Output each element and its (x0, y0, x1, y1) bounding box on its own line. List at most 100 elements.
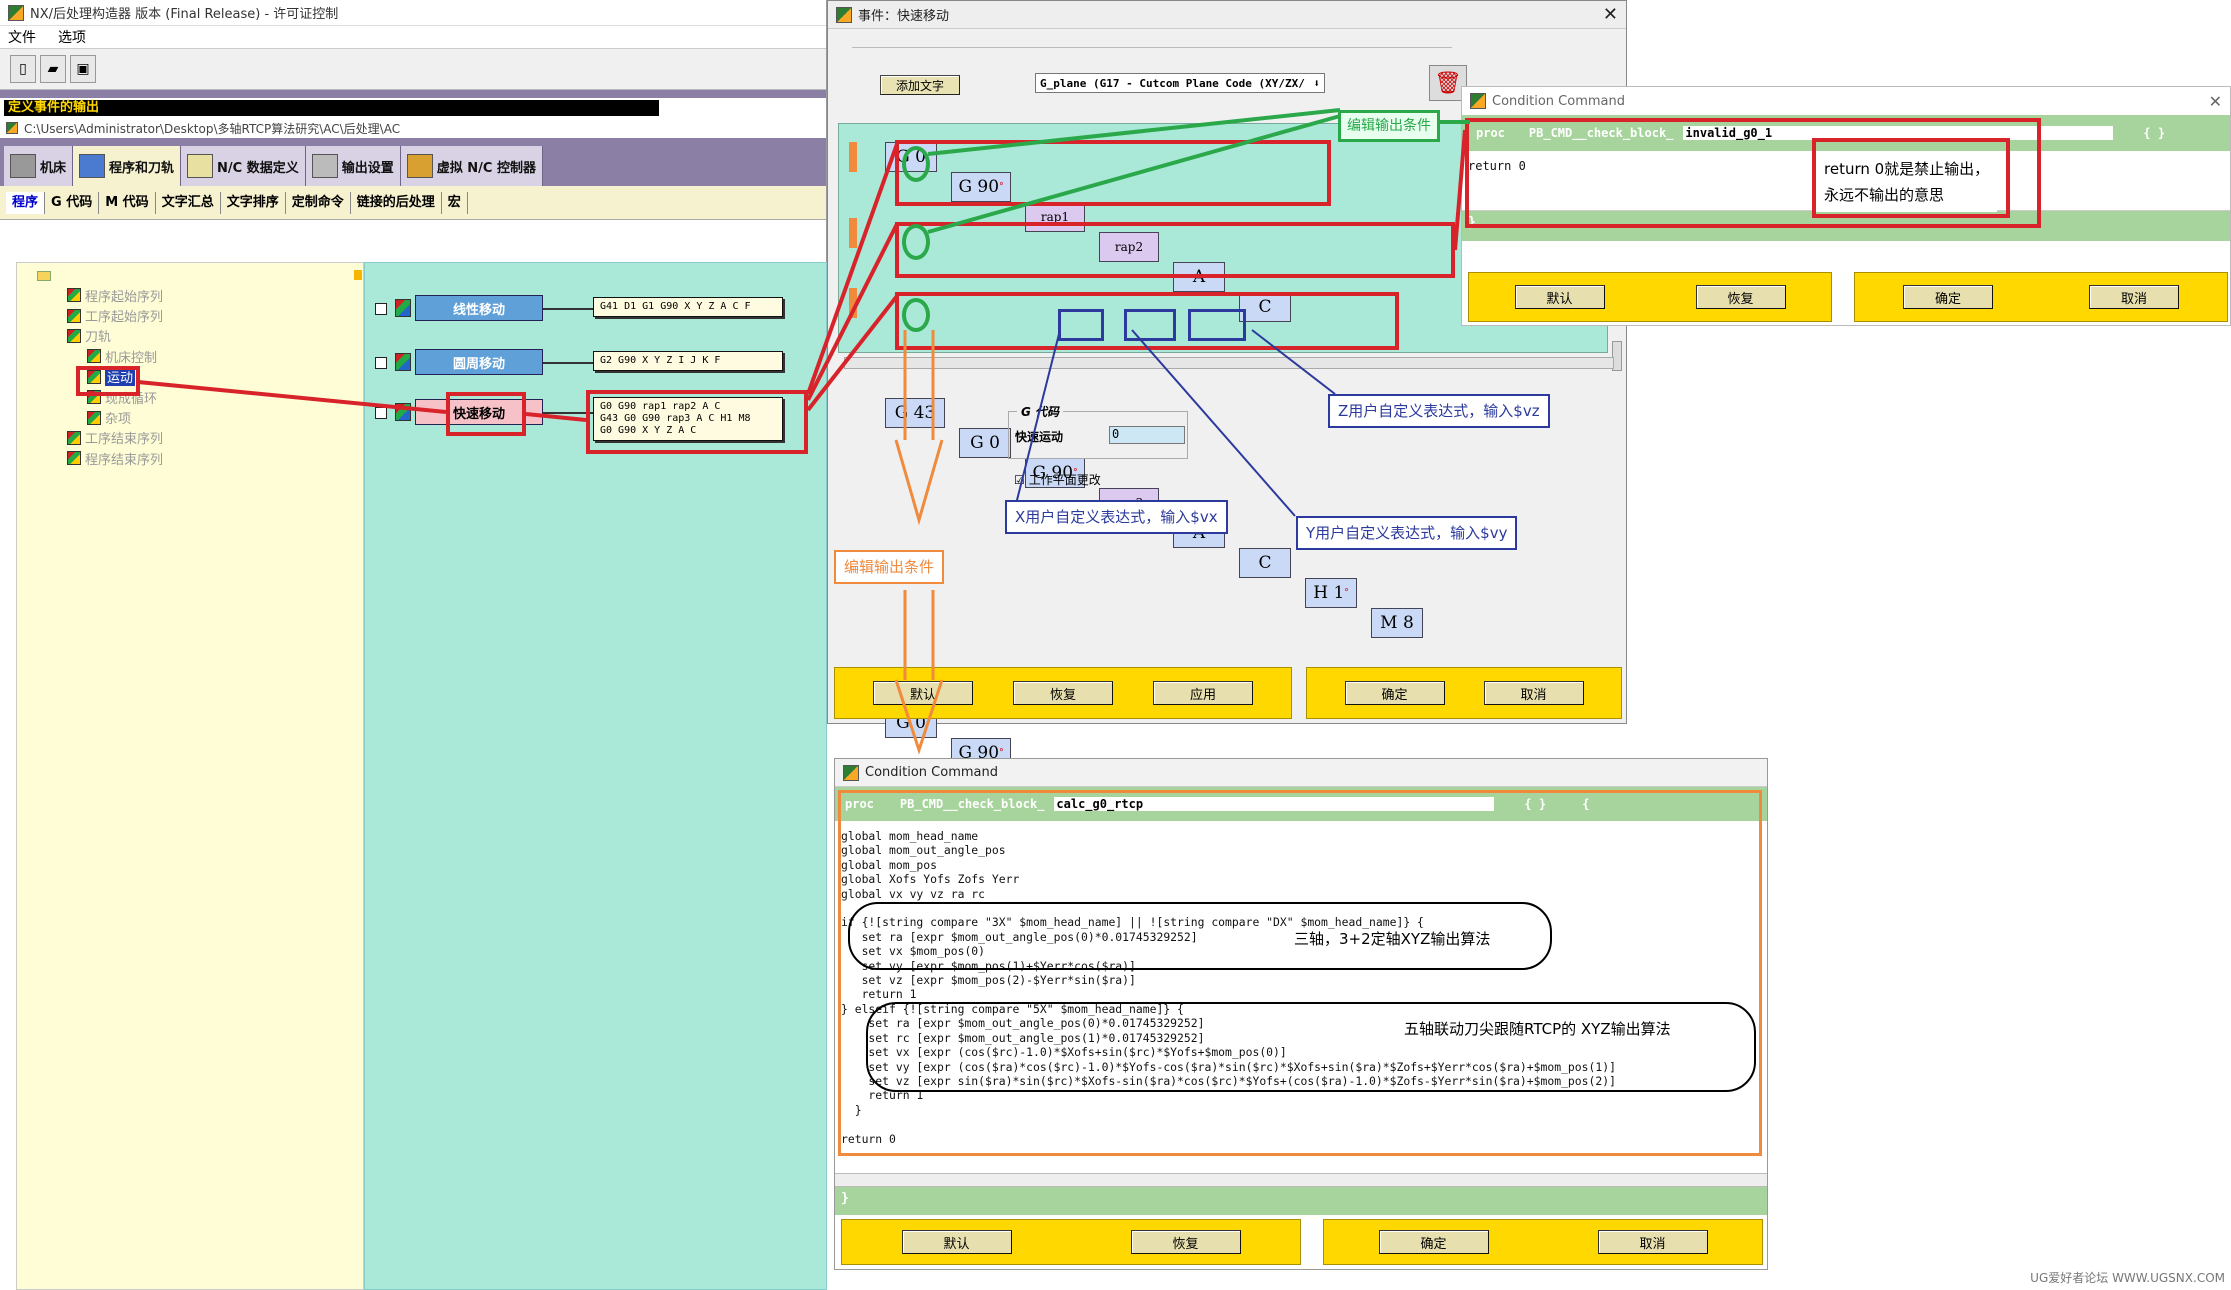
tree-item[interactable]: 机床控制 (17, 346, 357, 366)
tab-label: 机床 (40, 160, 67, 176)
word-block[interactable]: rap1 (1025, 202, 1085, 232)
event-tree-panel: 程序起始序列工序起始序列刀轨机床控制运动现成循环杂项工序结束序列程序结束序列 (16, 262, 364, 1290)
tab-machine[interactable]: 机床 (4, 146, 74, 186)
green-line (927, 108, 1341, 156)
add-text-button[interactable]: 添加文字 (880, 75, 960, 95)
three-axis-note: 三轴，3+2定轴XYZ输出算法 (1294, 930, 1491, 948)
tree-node-icon (67, 308, 81, 323)
subtab-3[interactable]: 文字汇总 (156, 191, 221, 214)
menu-options[interactable]: 选项 (58, 30, 86, 46)
ok-button[interactable]: 确定 (1378, 1230, 1489, 1254)
z-expression-note: Z用户自定义表达式，输入$vz (1328, 394, 1550, 428)
proc-keyword: proc (1476, 126, 1505, 140)
proc-name: PB_CMD__check_block_ (1528, 126, 1674, 140)
event-dialog-title: 事件：快速移动 (858, 9, 950, 24)
event-dialog-footer-left: 默认 恢复 应用 (834, 667, 1292, 719)
word-block[interactable]: G 0 (959, 428, 1011, 458)
tree-item[interactable]: 程序结束序列 (17, 448, 357, 468)
event-button[interactable]: 线性移动 (415, 295, 543, 321)
x-expression-note: X用户自定义表达式，输入$vx (1005, 500, 1228, 534)
scrollbar[interactable] (1612, 341, 1622, 371)
tree-item[interactable]: 工序起始序列 (17, 305, 357, 325)
restore-button[interactable]: 恢复 (1130, 1230, 1241, 1254)
word-text: G 90 (958, 177, 1000, 197)
red-line (806, 223, 899, 401)
return0-note-line2: 永远不输出的意思 (1824, 186, 1945, 204)
restore-button[interactable]: 恢复 (1695, 285, 1786, 309)
menu-file[interactable]: 文件 (8, 30, 36, 46)
tab-output-settings[interactable]: 输出设置 (305, 146, 401, 186)
close-icon[interactable]: ✕ (2208, 91, 2222, 111)
tree-item[interactable]: 运动 (17, 367, 357, 387)
word-block[interactable]: C (1239, 292, 1291, 322)
word-block[interactable]: rap2 (1099, 232, 1159, 262)
subtab-1[interactable]: G 代码 (45, 191, 100, 214)
subtab-6[interactable]: 链接的后处理 (351, 191, 442, 214)
word-block[interactable]: C (1239, 548, 1291, 578)
cancel-button[interactable]: 取消 (1597, 1230, 1708, 1254)
connector-line (543, 308, 593, 310)
new-file-icon[interactable]: ▯ (10, 55, 36, 83)
work-plane-checkbox[interactable]: ☑ 工作平面更改 (1014, 471, 1101, 488)
word-block[interactable]: G 90° (1025, 458, 1085, 488)
x-highlight (1058, 309, 1104, 341)
tree-item-label: 机床控制 (105, 350, 158, 366)
row-condition-handle[interactable] (849, 288, 857, 318)
proc-name-input[interactable]: invalid_g0_1 (1683, 126, 2114, 140)
proc-name-input[interactable]: calc_g0_rtcp (1054, 797, 1495, 811)
tree-item[interactable]: 工序结束序列 (17, 428, 357, 448)
tab-program-toolpath[interactable]: 程序和刀轨 (73, 146, 182, 186)
word-block[interactable]: G 90° (951, 172, 1011, 202)
word-block[interactable]: H 1° (1305, 578, 1357, 608)
row-condition-handle[interactable] (849, 142, 857, 172)
blue-line (1251, 329, 1336, 395)
word-block[interactable]: G 43 (885, 398, 945, 428)
subtab-5[interactable]: 定制命令 (286, 191, 351, 214)
subtab-7[interactable]: 宏 (442, 191, 468, 214)
work-plane-label: 工作平面更改 (1028, 473, 1101, 487)
ok-button[interactable]: 确定 (1344, 681, 1445, 705)
tree-item-label: 运动 (105, 367, 136, 387)
condition-small-footer-left: 默认 恢复 (1468, 272, 1832, 322)
block-selector[interactable]: G_plane (G17 - Cutcom Plane Code (XY/ZX/… (1035, 73, 1325, 93)
cancel-button[interactable]: 取消 (1483, 681, 1584, 705)
event-output-box[interactable]: G41 D1 G1 G90 X Y Z A C F (593, 297, 783, 317)
subtab-4[interactable]: 文字排序 (221, 191, 286, 214)
default-button[interactable]: 默认 (1514, 285, 1605, 309)
event-button[interactable]: 圆周移动 (415, 349, 543, 375)
apply-button[interactable]: 应用 (1153, 681, 1253, 705)
subtab-0[interactable]: 程序 (6, 191, 46, 214)
proc-suffix: { } { (1524, 797, 1590, 811)
close-icon[interactable]: ✕ (1602, 4, 1618, 25)
restore-button[interactable]: 恢复 (1013, 681, 1113, 705)
tree-item[interactable]: 程序起始序列 (17, 285, 357, 305)
rapid-motion-input[interactable]: 0 (1109, 426, 1185, 444)
h-scrollbar[interactable] (835, 1173, 1767, 1187)
event-output-box[interactable]: G2 G90 X Y Z I J K F (593, 351, 783, 371)
default-button[interactable]: 默认 (901, 1230, 1012, 1254)
tree-node-icon (67, 451, 81, 466)
event-toggle-icon[interactable] (375, 303, 387, 315)
event-icon (395, 353, 411, 371)
word-block[interactable]: M 8 (1371, 608, 1423, 638)
save-icon[interactable]: ▣ (70, 55, 96, 83)
tab-nc-data[interactable]: N/C 数据定义 (181, 146, 306, 186)
cancel-button[interactable]: 取消 (2089, 285, 2179, 309)
highlight-rapid-button (446, 392, 526, 436)
open-folder-icon[interactable]: ▰ (40, 55, 66, 83)
row-condition-handle[interactable] (849, 218, 857, 248)
main-window-title: NX/后处理构造器 版本 (Final Release) - 许可证控制 (30, 7, 339, 22)
tree-item[interactable]: 刀轨 (17, 326, 357, 346)
default-button[interactable]: 默认 (873, 681, 973, 705)
trash-icon[interactable]: 🗑 (1429, 65, 1467, 101)
tree-item[interactable]: 杂项 (17, 407, 357, 427)
subtab-2[interactable]: M 代码 (99, 191, 156, 214)
ok-button[interactable]: 确定 (1903, 285, 1993, 309)
condition-big-code[interactable]: global mom_head_name global mom_out_angl… (841, 829, 1616, 1146)
event-toggle-icon[interactable] (375, 357, 387, 369)
tab-virtual-controller[interactable]: 虚拟 N/C 控制器 (400, 146, 543, 186)
section-label: 定义事件的输出 (4, 100, 659, 116)
condition-big-title: Condition Command (865, 765, 998, 780)
